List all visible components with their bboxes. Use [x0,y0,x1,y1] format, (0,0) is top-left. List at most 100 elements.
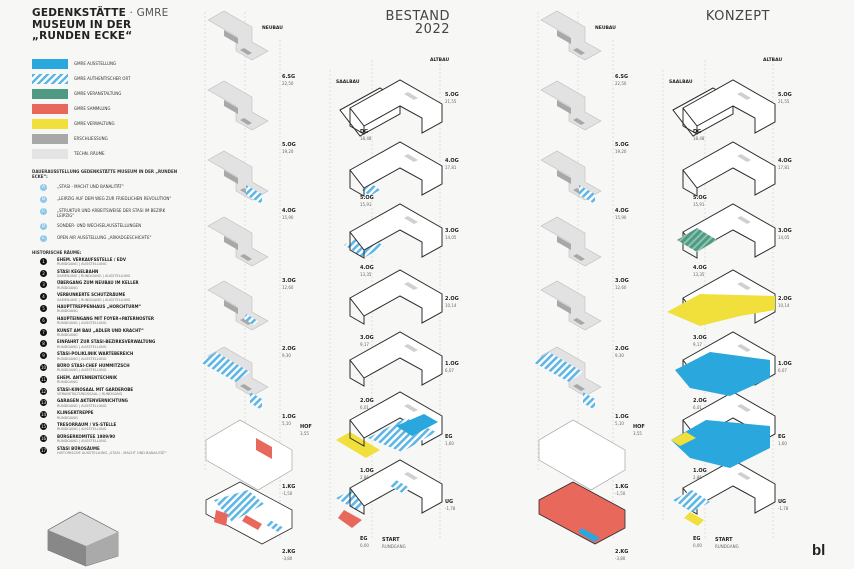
exhibition-legend: A„STASI - MACHT UND BANALITÄT“B„LEIPZIG … [32,183,182,242]
level-name: 4.OG [360,265,374,271]
room-number: 12 [40,387,47,395]
level-height: 9,30 [615,352,624,358]
level-height: -1,50 [615,490,626,496]
level-name: DG [360,129,369,135]
category-label: GMRE VERANSTALTUNG [74,91,122,96]
level-height: 19,20 [282,148,294,154]
room-name: STASI KEGELBAHN [57,268,99,274]
level-name: 5.OG [445,92,459,98]
exhibition-marker: E [40,234,47,242]
level-height: 2,86 [360,474,369,480]
level-name: 2.OG [693,398,707,404]
level-height: 14,05 [445,234,457,240]
level-name: EG [445,434,453,440]
level-name: UG [445,499,454,505]
room-usage: HISTORISCHE AUSSTELLUNG „STASI - MACHT U… [57,451,167,456]
level-height: 12,60 [615,284,627,290]
level-name: 1.OG [360,468,374,474]
room-text: KUNST AM BAU „ADLER UND KRACHT“RUNDGANG [57,328,144,337]
room-usage: RUNDGANG | AUSSTELLUNG [57,427,107,432]
room-number: 16 [40,434,47,442]
level-name: 5.OG [360,195,374,201]
level-name: 5.OG [693,195,707,201]
room-usage: RUNDGANG | AUSSTELLUNG [57,262,107,267]
category-swatch [32,103,68,114]
exhibition-heading: DAUERAUSSTELLUNG GEDENKSTÄTTE MUSEUM IN … [32,168,178,179]
room-name: EHEM. ANTENNENTECHNIK [57,374,118,380]
level-name: 1.OG [282,414,296,420]
category-label: GMRE AUTHENTISCHER ORT [74,76,131,81]
exhibition-marker: C [40,207,47,215]
altbau-label-right: ALTBAU [763,58,783,63]
level-height: 14,05 [778,234,790,240]
room-name: EINFAHRT ZUR STASI-BEZIRKSVERWALTUNG [57,339,156,345]
saalbau-label-left: SAALBAU [336,80,360,85]
level-height: 18,48 [693,135,705,141]
room-text: HAUPTTREPPENHAUS „HORCHTURM“RUNDGANG [57,304,141,313]
room-usage: RUNDGANG | AUSSTELLUNG [57,356,107,361]
category-item: GMRE AUSSTELLUNG [32,57,182,71]
level-height: 6,01 [360,404,369,410]
room-name: KLINGERTREPPE [57,410,94,416]
category-swatch [32,58,68,69]
level-name: 1.OG [693,468,707,474]
level-name: 4.OG [778,158,792,164]
room-number: 15 [40,422,47,430]
altbau-label-left: ALTBAU [430,58,450,63]
room-name: ÜBERGANG ZUM NEUBAU IM KELLER [57,280,139,286]
category-legend: GMRE AUSSTELLUNG GMRE AUTHENTISCHER ORT GM… [32,57,182,161]
level-height: 15,90 [282,214,294,220]
level-name: 4.OG [693,265,707,271]
neubau-label-right: NEUBAU [595,26,616,31]
exhibition-label: „LEIPZIG AUF DEM WEG ZUR FRIEDLICHEN REV… [57,195,172,201]
level-name: 3.OG [445,228,459,234]
room-number: 8 [40,340,47,348]
level-height: 22,50 [282,80,294,86]
level-label: 2.KG-3,80 [282,549,295,561]
category-item: GMRE SAMMLUNG [32,102,182,116]
category-label: GMRE AUSSTELLUNG [74,61,117,66]
exhibition-item: C„STRUKTUR UND ARBEITSWEISE DER STASI IM… [32,207,182,218]
room-name: HAUPTEINGANG MIT FOYER+PATERNOSTER [57,315,154,321]
level-name: 3.OG [282,278,296,284]
level-label: UG-1,78 [445,499,455,511]
bestand-panel [200,10,443,545]
exhibition-label: „STASI - MACHT UND BANALITÄT“ [57,183,124,189]
level-height: 21,55 [778,98,790,104]
category-swatch [32,148,68,159]
level-height: 5,10 [282,420,291,426]
level-label: UG-1,78 [778,499,788,511]
room-usage: RUNDGANG [57,285,78,290]
level-name: DG [693,129,702,135]
room-usage: RUNDGANG | AUSSTELLUNG [57,368,107,373]
level-height: 19,20 [615,148,627,154]
